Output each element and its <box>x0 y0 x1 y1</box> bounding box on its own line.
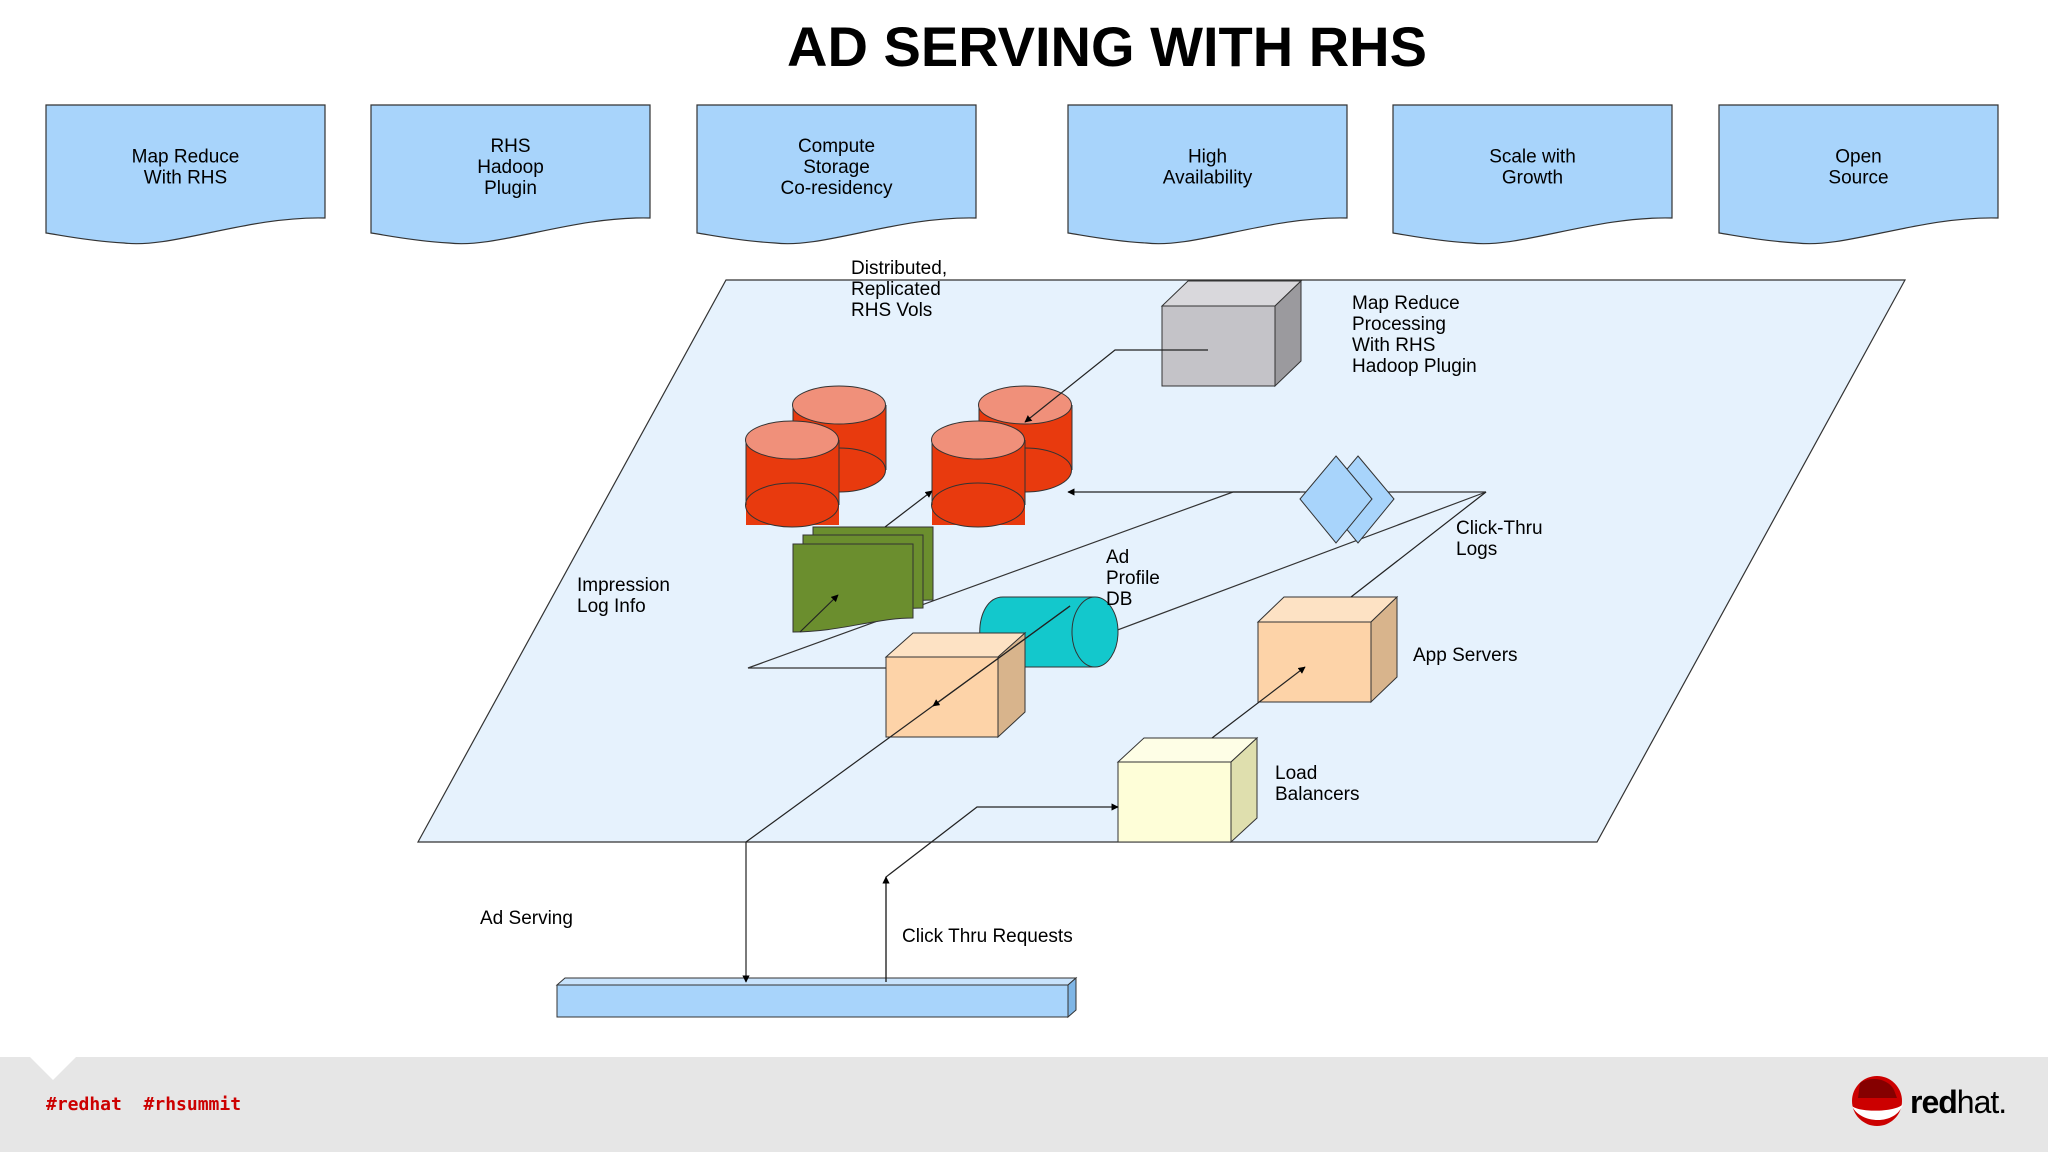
connectors <box>742 349 1487 983</box>
load-balancers-box <box>1116 736 1259 844</box>
platform-plane <box>416 279 1907 843</box>
connector-impression-to-docs <box>799 594 839 633</box>
footer-notch <box>30 1057 76 1080</box>
feature-doc-label: Hadoop <box>477 157 544 178</box>
volume-cylinders <box>745 385 1073 528</box>
connector-into-adserver <box>932 605 1071 707</box>
feature-doc-label: Compute <box>798 136 875 157</box>
feature-doc-label: Map Reduce <box>132 147 240 168</box>
volume-cylinder <box>745 420 840 528</box>
feature-doc-label: RHS <box>490 136 530 157</box>
feature-doc-label: Scale with <box>1489 147 1576 168</box>
redhat-logo: redhat. <box>1852 1076 2007 1126</box>
mapreduce-server-box <box>1160 279 1303 388</box>
connector-app-to-logs <box>1350 491 1487 598</box>
feature-doc-label: Plugin <box>484 178 537 199</box>
connector-docs-to-volumes <box>884 490 933 528</box>
shadowman-icon <box>1852 1076 1903 1126</box>
feature-doc-label: With RHS <box>144 168 227 189</box>
impression-log-docs <box>792 526 934 633</box>
volume-cylinder <box>931 420 1026 528</box>
feature-doc-label: Storage <box>803 157 870 178</box>
clickthru-log-diamonds <box>1299 455 1395 544</box>
redhat-logo-text: redhat. <box>1910 1084 2006 1120</box>
connector-mapreduce-to-volumes <box>1024 349 1208 423</box>
feature-doc-label: Growth <box>1502 168 1563 189</box>
feature-doc-label: Availability <box>1163 168 1253 189</box>
page-title: AD SERVING WITH RHS <box>787 15 1427 78</box>
feature-doc-label: Co-residency <box>781 178 893 199</box>
ad-serving-label: Ad Serving <box>480 908 573 929</box>
feature-doc-label: Open <box>1835 147 1881 168</box>
footer-bar <box>0 1057 2048 1152</box>
footer-hashtags: #redhat #rhsummit <box>46 1094 241 1115</box>
client-bar <box>555 976 1078 1019</box>
feature-doc-label: Source <box>1828 168 1888 189</box>
click-thru-requests-label: Click Thru Requests <box>902 926 1073 947</box>
feature-doc-label: High <box>1188 147 1227 168</box>
app-servers-label: App Servers <box>1413 645 1518 666</box>
connector-lb-to-app <box>1211 666 1306 739</box>
ad-server-box <box>884 631 1027 739</box>
